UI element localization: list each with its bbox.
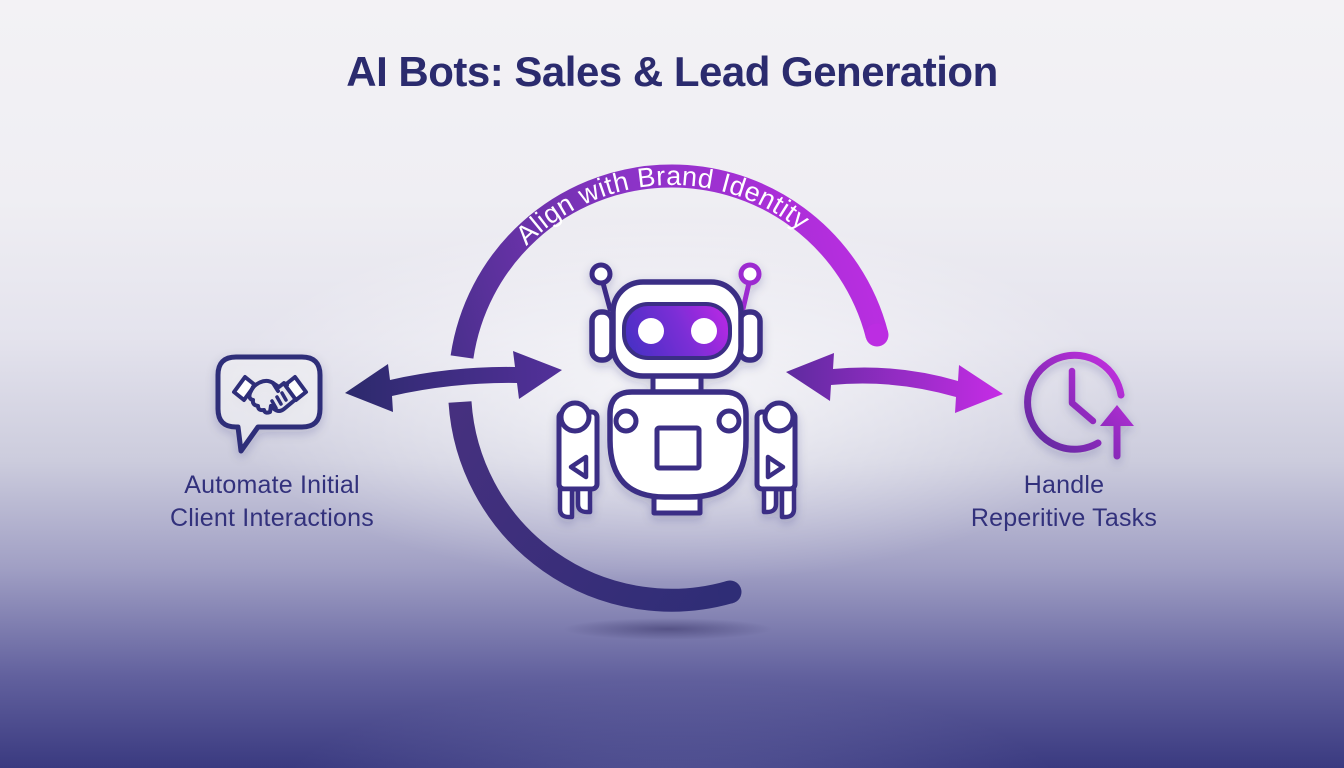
right-node-label: Handle Reperitive Tasks xyxy=(864,469,1264,535)
robot-eye-left xyxy=(638,318,664,344)
up-arrow-icon xyxy=(1100,405,1134,460)
handshake-speech-bubble-icon xyxy=(215,354,323,454)
robot-shadow xyxy=(563,618,773,640)
left-double-arrow-icon xyxy=(345,351,562,412)
robot-eye-right xyxy=(691,318,717,344)
right-double-arrow-icon xyxy=(786,353,1003,413)
left-label-line1: Automate Initial xyxy=(184,471,360,499)
page-title: AI Bots: Sales & Lead Generation xyxy=(346,48,998,95)
right-label-line1: Handle xyxy=(1023,471,1105,499)
left-label-line2: Client Interactions xyxy=(170,504,374,532)
robot-icon xyxy=(556,262,798,520)
right-label-line2: Reperitive Tasks xyxy=(970,504,1158,532)
arc-curved-label: Align with Brand Identity xyxy=(510,161,816,251)
left-node-label: Automate Initial Client Interactions xyxy=(72,469,472,535)
clock-up-arrow-icon xyxy=(1024,351,1134,460)
handshake-icon xyxy=(232,375,308,415)
clock-hands xyxy=(1068,367,1097,425)
